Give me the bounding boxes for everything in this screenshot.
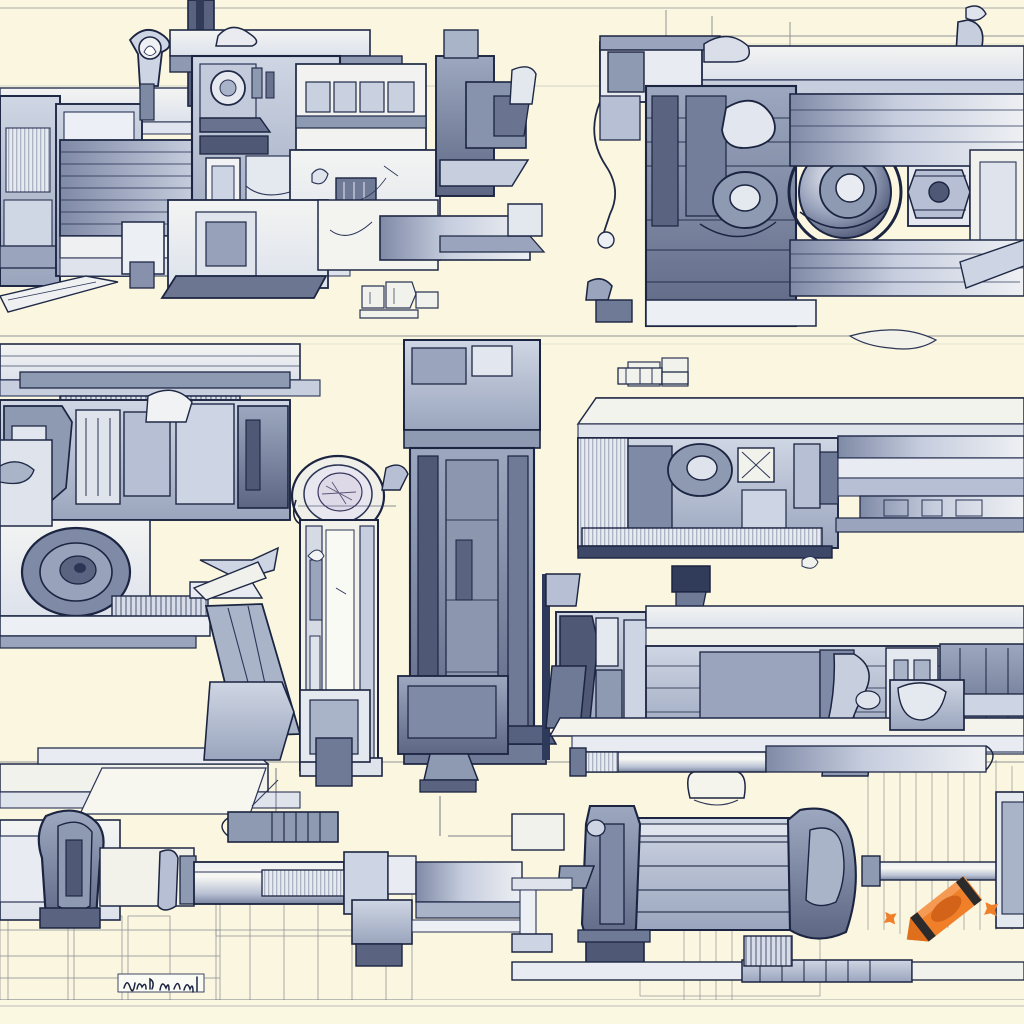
crayon-icon (906, 875, 983, 942)
plate-turbine-drive-unit (507, 5, 1024, 387)
plate-gantry-carriage-head (0, 343, 321, 737)
plate-spindle-lathe-bed (0, 675, 523, 1001)
sparkle-icon-top (883, 911, 897, 925)
handwritten-annotation (117, 973, 205, 993)
plate-roller-drum-module (511, 679, 1024, 1000)
plate-heavy-press-assembly (0, 0, 546, 319)
sparkle-icon-bottom (983, 902, 999, 917)
plate-bottom-edge-details (0, 1000, 1024, 1024)
plate-linear-rail-machine (576, 367, 1024, 569)
crayon-watermark (883, 875, 999, 942)
